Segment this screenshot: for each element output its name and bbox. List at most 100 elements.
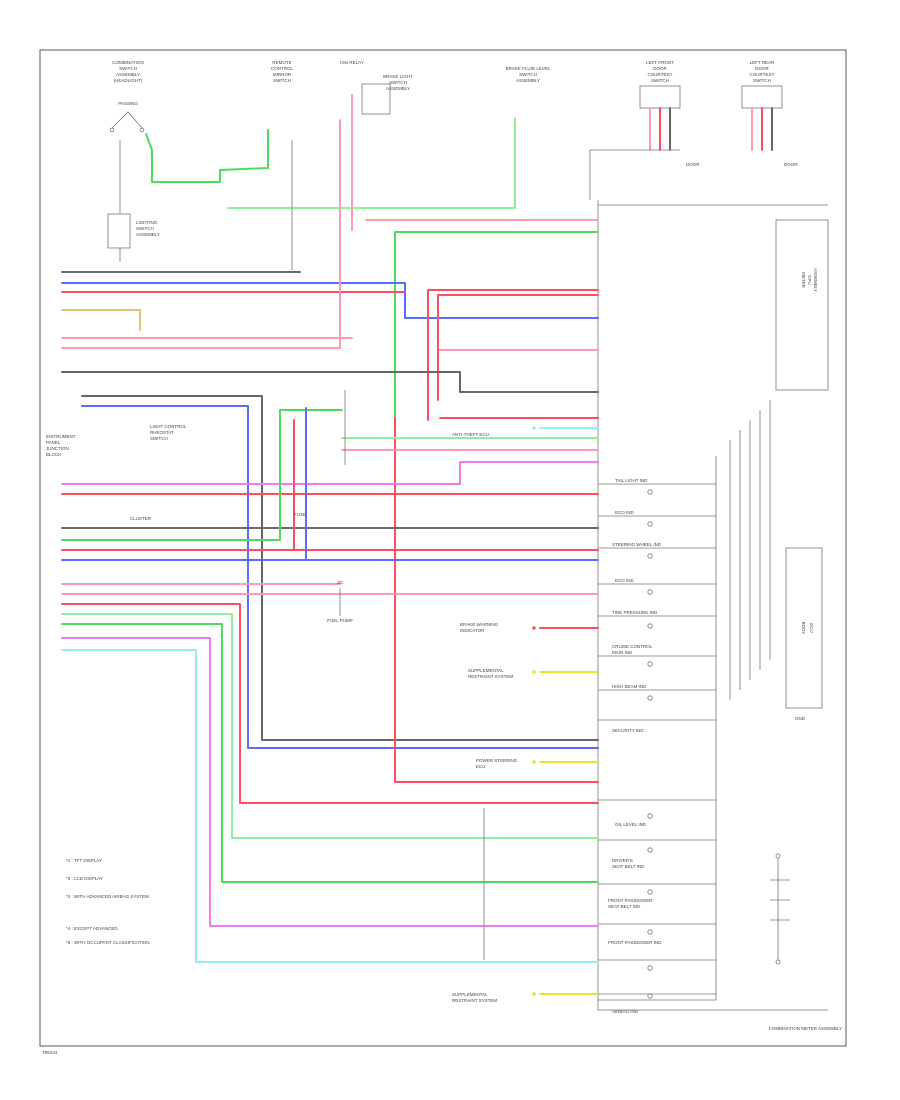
component-ign-relay: IGN RELAY — [340, 60, 391, 115]
comp5-line1: SWITCH — [519, 72, 537, 77]
mode-switch-line1: RHEOSTAT — [150, 430, 174, 435]
indicator-seatbelt-line1: SEAT BELT IND — [612, 864, 645, 869]
meter-cpu-box — [775, 219, 829, 391]
legend-item-4: *5 : WITH OCCUPANT CLASSIFICATION — [66, 940, 150, 945]
connector-dot — [532, 626, 536, 630]
body-ecu-box — [785, 547, 823, 709]
indicator-passenger-seatbelt-line1: SEAT BELT IND — [608, 904, 641, 909]
component-brake-fluid-switch: BRAKE FLUID LEVEL SWITCH ASSEMBLY — [506, 66, 551, 83]
junction-block-line0: INSTRUMENT — [46, 434, 76, 439]
signal-supplemental1-line0: SUPPLEMENTAL — [468, 668, 504, 673]
wire-yellow — [61, 309, 141, 331]
legend-item-3: *4 : EXCEPT ADVANCED — [66, 926, 118, 931]
lamp-icon — [647, 489, 653, 495]
meter-cpu-line1: CPU — [807, 275, 812, 285]
lamp-icon — [647, 965, 653, 971]
body-ecu-line1: ECU — [809, 623, 814, 633]
door-switch-note: DOOR — [784, 162, 798, 167]
junction-block-line1: PANEL — [46, 440, 61, 445]
lamp-icon — [647, 813, 653, 819]
wire-blue — [61, 282, 599, 319]
wire-gray — [61, 371, 599, 393]
signal-labels: BRAKE WARNING INDICATOR SUPPLEMENTAL RES… — [452, 426, 536, 1003]
left-lighting-box: LIGHTING SWITCH ASSEMBLY — [107, 140, 160, 262]
mode-switch-line0: LIGHT CONTROL — [150, 424, 187, 429]
indicator-oil: OIL LEVEL IND — [615, 822, 647, 827]
wire-pink — [351, 94, 599, 231]
meter-cpu-line2: ASSEMBLY — [813, 268, 818, 292]
comp5-line0: BRAKE FLUID LEVEL — [506, 66, 551, 71]
legend-item-0: *1 : TFT DISPLAY — [66, 858, 102, 863]
comp7-line1: DOOR — [755, 66, 769, 71]
lamp-icon — [647, 521, 653, 527]
signal-brake-warning-line1: INDICATOR — [460, 628, 485, 633]
joint-label: J/C — [337, 580, 345, 585]
junction-block-line3: BLOCK — [46, 452, 61, 457]
indicator-passenger-airbag: FRONT PASSENGER IND — [608, 940, 662, 945]
header-components: COMBINATION SWITCH ASSEMBLY (HEADLIGHT) … — [109, 60, 798, 167]
indicator-airbag: AIRBAG IND — [612, 1009, 639, 1014]
connector-dot — [532, 760, 536, 764]
component-combination-switch: COMBINATION SWITCH ASSEMBLY (HEADLIGHT) … — [109, 60, 145, 133]
door-switch-box — [741, 85, 783, 109]
comp6-line3: SWITCH — [651, 78, 669, 83]
comp4-line1: SWITCH — [389, 80, 407, 85]
comp4-line2: ASSEMBLY — [386, 86, 410, 91]
signal-supplemental2-line0: SUPPLEMENTAL — [452, 992, 488, 997]
indicator-lamps — [647, 489, 653, 999]
mode-switch-line2: SWITCH — [150, 436, 168, 441]
door-switch-box — [639, 85, 681, 109]
comp7-line2: COURTESY — [750, 72, 775, 77]
signal-supplemental1-line1: RESTRAINT SYSTEM — [468, 674, 513, 679]
comp1-line0: COMBINATION — [112, 60, 143, 65]
meter-cpu-line0: METER — [801, 272, 806, 289]
indicator-eco: ECO IND — [615, 510, 635, 515]
signal-supplemental2-line1: RESTRAINT SYSTEM — [452, 998, 497, 1003]
comp2-line0: REMOTE — [272, 60, 291, 65]
wire-gray — [81, 395, 599, 741]
lamp-icon — [647, 993, 653, 999]
comp1-line3: (HEADLIGHT) — [114, 78, 143, 83]
door-switch-note: DOOR — [686, 162, 700, 167]
cluster-ref: CLUSTER — [130, 516, 152, 521]
legend: *1 : TFT DISPLAY *2 : LCD DISPLAY *3 : W… — [66, 858, 150, 945]
footer-code: T95234 — [42, 1050, 58, 1055]
comp6-line0: LEFT FRONT — [646, 60, 674, 65]
wire-pink — [61, 583, 599, 595]
wire-pink — [61, 119, 353, 349]
legend-item-1: *2 : LCD DISPLAY — [66, 876, 103, 881]
component-remote-mirror-switch: REMOTE CONTROL MIRROR SWITCH — [271, 60, 293, 83]
indicator-rails — [598, 483, 716, 995]
meter-left-rail — [597, 200, 828, 1011]
diagram-frame — [39, 49, 847, 1047]
wire-red — [427, 289, 599, 421]
indicator-labels: TAIL LIGHT IND ECO IND STEERING WHEEL IN… — [608, 478, 662, 1014]
wire-green — [61, 409, 343, 541]
indicator-steering: STEERING WHEEL IND — [612, 542, 662, 547]
seatbelt-switch-symbol — [770, 858, 790, 960]
comp6-line2: COURTESY — [648, 72, 673, 77]
comp5-line2: ASSEMBLY — [516, 78, 540, 83]
comp3-line0: IGN RELAY — [340, 60, 364, 65]
lamp-icon — [647, 929, 653, 935]
switch-contact-icon — [109, 127, 115, 133]
indicator-security: SECURITY IND — [612, 728, 644, 733]
wire-magenta — [61, 461, 599, 485]
wire-red — [394, 417, 599, 783]
wire-light-green — [227, 117, 516, 209]
indicator-tail: TAIL LIGHT IND — [615, 478, 648, 483]
comp1-line1: SWITCH — [119, 66, 137, 71]
lamp-icon — [647, 589, 653, 595]
lamp-icon — [647, 623, 653, 629]
gnd-label: GND — [795, 716, 806, 721]
legend-item-2: *3 : WITH ADVANCED AIRBAG SYSTEM — [66, 894, 149, 899]
connector-dot — [532, 670, 536, 674]
component-left-rear-door-switch: LEFT REAR DOOR COURTESY SWITCH DOOR — [741, 60, 798, 167]
wire-red — [61, 603, 599, 804]
indicator-high-beam: HIGH BEAM IND — [612, 684, 647, 689]
indicator-seatbelt-line0: DRIVER'S — [612, 858, 633, 863]
wire-green — [394, 231, 599, 461]
junction-block-line2: JUNCTION — [46, 446, 69, 451]
lighting-sensor-box — [107, 213, 131, 249]
comp2-line3: SWITCH — [273, 78, 291, 83]
